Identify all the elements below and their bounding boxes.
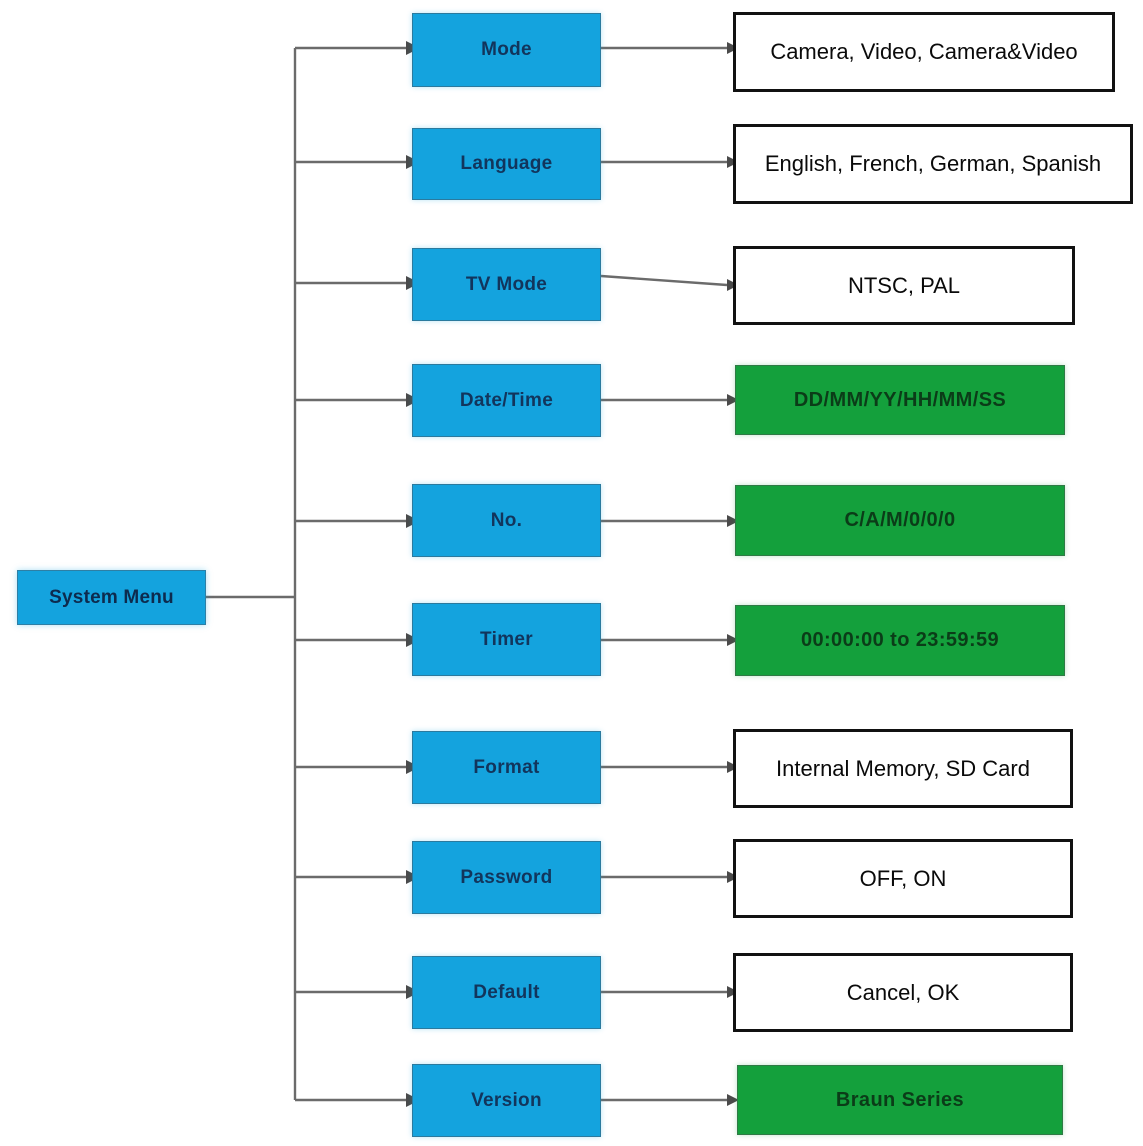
node-menu-no[interactable]: No. bbox=[412, 484, 601, 557]
node-value-date-time: DD/MM/YY/HH/MM/SS bbox=[735, 365, 1065, 435]
node-menu-version[interactable]: Version bbox=[412, 1064, 601, 1137]
node-value-password: OFF, ON bbox=[733, 839, 1073, 918]
node-menu-date-time[interactable]: Date/Time bbox=[412, 364, 601, 437]
node-value-version: Braun Series bbox=[737, 1065, 1063, 1135]
node-system-menu[interactable]: System Menu bbox=[17, 570, 206, 625]
node-menu-language[interactable]: Language bbox=[412, 128, 601, 200]
node-menu-tv-mode[interactable]: TV Mode bbox=[412, 248, 601, 321]
node-value-no: C/A/M/0/0/0 bbox=[735, 485, 1065, 556]
node-value-timer: 00:00:00 to 23:59:59 bbox=[735, 605, 1065, 676]
node-menu-timer[interactable]: Timer bbox=[412, 603, 601, 676]
node-menu-format[interactable]: Format bbox=[412, 731, 601, 804]
node-value-tv-mode: NTSC, PAL bbox=[733, 246, 1075, 325]
link-tv-mode-to-value bbox=[600, 274, 728, 287]
node-value-language: English, French, German, Spanish bbox=[733, 124, 1133, 204]
node-value-mode: Camera, Video, Camera&Video bbox=[733, 12, 1115, 92]
node-value-default: Cancel, OK bbox=[733, 953, 1073, 1032]
node-menu-mode[interactable]: Mode bbox=[412, 13, 601, 87]
node-value-format: Internal Memory, SD Card bbox=[733, 729, 1073, 808]
node-menu-default[interactable]: Default bbox=[412, 956, 601, 1029]
node-menu-password[interactable]: Password bbox=[412, 841, 601, 914]
